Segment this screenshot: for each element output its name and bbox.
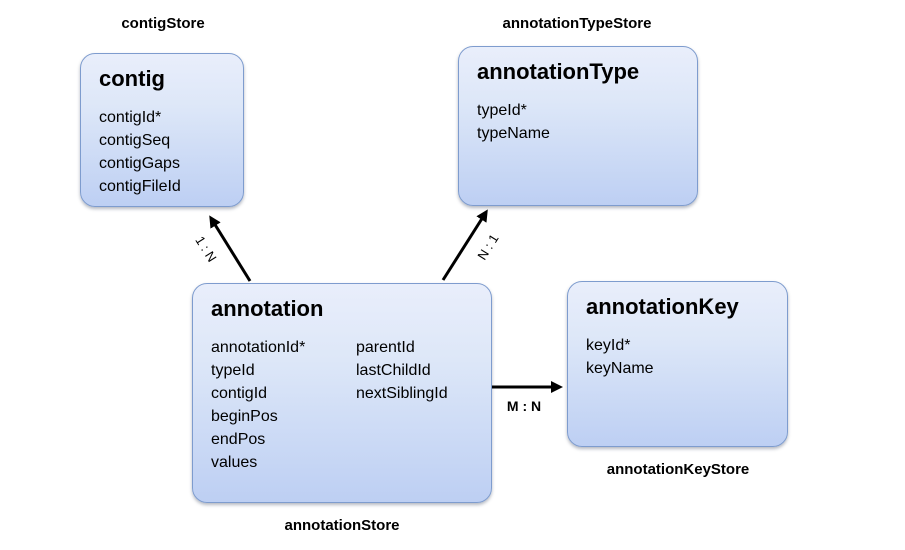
field-contig-id: contigId xyxy=(211,385,268,402)
store-label-annotation: annotationStore xyxy=(284,517,400,534)
field-parent-id: parentId xyxy=(356,339,415,356)
field-key-name: keyName xyxy=(586,360,654,377)
field-contig-id: contigId* xyxy=(99,109,162,126)
field-list: keyId* keyName xyxy=(586,334,773,380)
cardinality-label-1-n: 1 : N xyxy=(192,233,220,265)
field-key-id: keyId* xyxy=(586,337,631,354)
entity-title-annotation-type: annotationType xyxy=(477,59,640,84)
field-list: contigId* contigSeq contigGaps contigFil… xyxy=(99,106,229,198)
arrow-annotation-to-contig xyxy=(209,215,252,282)
entity-title-annotation: annotation xyxy=(211,296,324,321)
field-type-name: typeName xyxy=(477,125,550,142)
field-begin-pos: beginPos xyxy=(211,408,278,425)
entity-box-contig: contig contigId* contigSeq contigGaps co… xyxy=(80,53,244,207)
cardinality-label-m-n: M : N xyxy=(506,398,542,414)
field-type-id: typeId* xyxy=(477,102,527,119)
store-label-contig: contigStore xyxy=(121,15,205,32)
field-end-pos: endPos xyxy=(211,431,266,448)
store-label-annotation-key: annotationKeyStore xyxy=(606,461,750,478)
cardinality-label-n-1: N : 1 xyxy=(474,231,502,263)
field-last-child-id: lastChildId xyxy=(356,362,431,379)
field-column-left: annotationId* typeId contigId beginPos e… xyxy=(211,336,356,474)
entity-box-annotation: annotation annotationId* typeId contigId… xyxy=(192,283,492,503)
field-values: values xyxy=(211,454,258,471)
entity-title-contig: contig xyxy=(99,66,165,91)
entity-box-annotation-key: annotationKey keyId* keyName xyxy=(567,281,788,447)
field-list: typeId* typeName xyxy=(477,99,683,145)
field-contig-file-id: contigFileId xyxy=(99,178,181,195)
field-next-sibling-id: nextSiblingId xyxy=(356,385,448,402)
field-column-right: parentId lastChildId nextSiblingId xyxy=(356,336,477,474)
field-contig-gaps: contigGaps xyxy=(99,155,180,172)
field-contig-seq: contigSeq xyxy=(99,132,171,149)
entity-box-annotation-type: annotationType typeId* typeName xyxy=(458,46,698,206)
store-label-annotation-type: annotationTypeStore xyxy=(502,15,652,32)
field-annotation-id: annotationId* xyxy=(211,339,306,356)
entity-title-annotation-key: annotationKey xyxy=(586,294,739,319)
field-type-id: typeId xyxy=(211,362,255,379)
field-columns: annotationId* typeId contigId beginPos e… xyxy=(211,336,477,474)
